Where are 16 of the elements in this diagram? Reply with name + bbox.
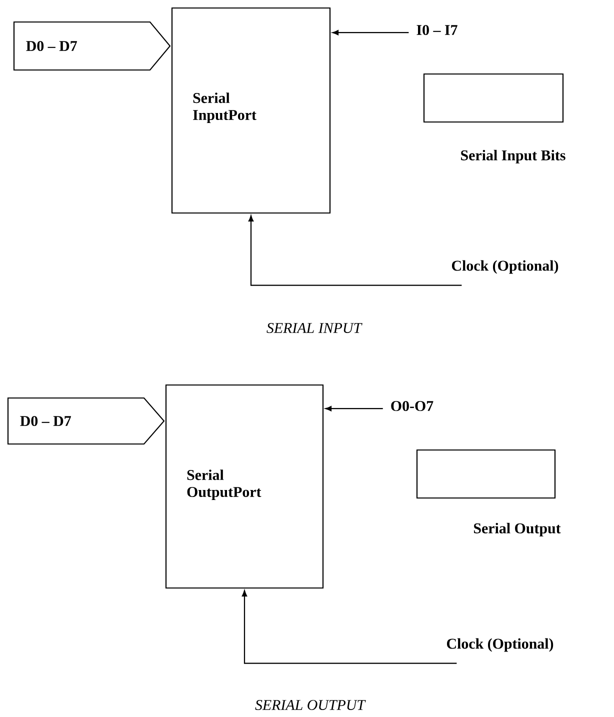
signal-label: O0-O7 xyxy=(391,400,434,412)
arrow xyxy=(242,590,457,664)
signal-label: Clock (Optional) xyxy=(446,638,554,652)
bus-tag: D0 – D7 xyxy=(13,21,171,71)
arrow xyxy=(332,30,409,36)
panel-caption: SERIAL OUTPUT xyxy=(255,700,366,710)
arrow xyxy=(325,406,383,412)
signal-label: I0 – I7 xyxy=(416,24,458,36)
port-box: Serial InputPort xyxy=(171,7,331,214)
box-caption: Serial Input Bits xyxy=(461,150,566,164)
signal-label: Clock (Optional) xyxy=(452,260,558,274)
panel-caption: SERIAL INPUT xyxy=(266,323,362,334)
bus-tag: D0 – D7 xyxy=(7,397,165,445)
box-caption: Serial Output xyxy=(474,522,561,536)
arrow xyxy=(248,215,462,286)
port-box: Serial OutputPort xyxy=(165,384,324,589)
